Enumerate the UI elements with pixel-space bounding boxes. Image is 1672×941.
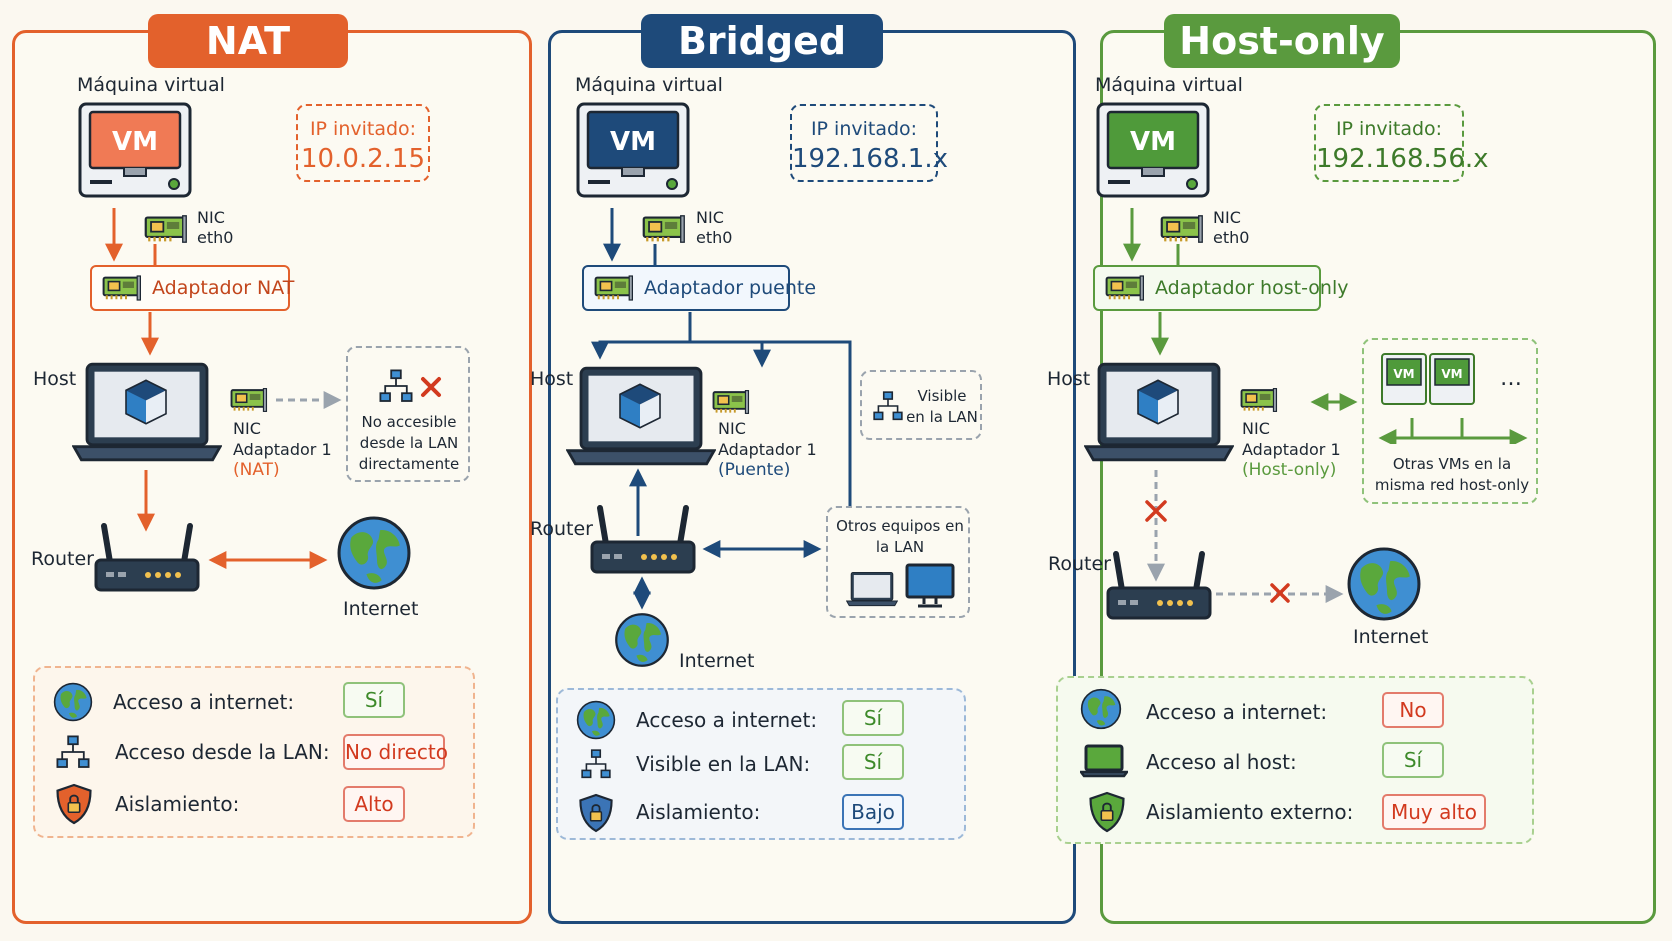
hostonly-ip-box: IP invitado: 192.168.56.x	[1314, 104, 1489, 182]
hostonly-ellipsis: …	[1500, 366, 1522, 391]
hostonly-vm-text: VM	[1130, 127, 1176, 157]
hostonly-blocked-x-icon-1	[1145, 500, 1167, 522]
bridged-ip-label: IP invitado:	[810, 118, 918, 140]
bridged-vm-label: Máquina virtual	[575, 74, 723, 96]
nat-vm-text: VM	[112, 127, 158, 157]
nat-lan-note-box: No accesible desde la LAN directamente	[346, 346, 470, 482]
hostonly-vm-link-arrow	[1378, 418, 1528, 444]
hostonly-summary-globe-icon	[1080, 688, 1122, 730]
nat-host-label: Host	[33, 368, 77, 390]
bridged-visible-note: Visible en la LAN	[906, 387, 978, 426]
bridged-others-box: Otros equipos en la LAN	[826, 506, 970, 618]
nat-summary-value-0: Sí	[343, 682, 405, 718]
nat-internet-label: Internet	[343, 598, 419, 620]
nat-title: NAT	[148, 14, 348, 68]
hostonly-title: Host-only	[1164, 14, 1400, 68]
bridged-host-label: Host	[530, 368, 574, 390]
bridged-vm-text: VM	[610, 127, 656, 157]
hostonly-ip-value: 192.168.56.x	[1316, 144, 1489, 174]
bridged-adapter-label: Adaptador puente	[644, 277, 817, 299]
bridged-other-monitor-icon	[905, 563, 955, 608]
hostonly-summary-value-2: Muy alto	[1382, 794, 1486, 830]
hostonly-other-vms-box: VM VM … Otras VMs en la misma red host-o…	[1362, 338, 1538, 504]
bridged-summary-label-2: Aislamiento:	[636, 800, 761, 824]
hostonly-internet-label: Internet	[1353, 626, 1429, 648]
nat-ip-label: IP invitado:	[309, 118, 417, 140]
bridged-summary-label-1: Visible en la LAN:	[636, 752, 811, 776]
hostonly-other-vms-note: Otras VMs en la misma red host-only	[1374, 455, 1530, 494]
hostonly-vm-computer-icon: VM	[1096, 102, 1210, 198]
bridged-ip-value: 192.168.1.x	[792, 144, 948, 174]
nat-adapter-box: Adaptador NAT	[90, 265, 294, 311]
bridged-summary-value-1: Sí	[842, 744, 904, 780]
hostonly-mini-vm-text-1: VM	[1393, 367, 1414, 381]
hostonly-summary-label-1: Acceso al host:	[1146, 750, 1297, 774]
bridged-vm-computer-icon: VM	[576, 102, 690, 198]
hostonly-mini-vms-icon: VM VM	[1381, 353, 1475, 405]
bridged-internet-label: Internet	[679, 650, 755, 672]
bridged-router-label: Router	[530, 518, 593, 540]
hostonly-mini-vm-text-2: VM	[1441, 367, 1462, 381]
bridged-visible-note-box: Visible en la LAN	[860, 370, 982, 440]
nat-summary-label-2: Aislamiento:	[115, 792, 240, 816]
hostonly-host-label: Host	[1047, 368, 1091, 390]
bridged-summary-value-0: Sí	[842, 700, 904, 736]
bridged-adapter-box: Adaptador puente	[582, 265, 816, 311]
hostonly-summary-laptop-icon	[1080, 744, 1128, 778]
nat-lan-note: No accesible desde la LAN directamente	[358, 413, 460, 473]
hostonly-blocked-x-icon-2	[1270, 583, 1290, 603]
nat-ip-value: 10.0.2.15	[300, 144, 426, 174]
hostonly-summary-value-1: Sí	[1382, 742, 1444, 778]
hostonly-summary-box: Acceso a internet: No Acceso al host: Sí…	[1056, 676, 1534, 844]
hostonly-vm-label: Máquina virtual	[1095, 74, 1243, 96]
hostonly-ip-label: IP invitado:	[1335, 118, 1443, 140]
nat-adapter-label: Adaptador NAT	[152, 277, 295, 299]
hostonly-summary-label-2: Aislamiento externo:	[1146, 800, 1354, 824]
nat-ip-box: IP invitado: 10.0.2.15	[296, 104, 430, 182]
hostonly-adapter-label: Adaptador host-only	[1155, 277, 1349, 299]
nat-router-label: Router	[31, 548, 94, 570]
bridged-line-adapter-lan	[762, 340, 852, 506]
hostonly-summary-value-0: No	[1382, 692, 1444, 728]
bridged-summary-value-2: Bajo	[842, 794, 904, 830]
bridged-ip-box: IP invitado: 192.168.1.x	[790, 104, 948, 182]
nat-summary-label-1: Acceso desde la LAN:	[115, 740, 330, 764]
hostonly-router-label: Router	[1048, 553, 1111, 575]
nat-summary-label-0: Acceso a internet:	[113, 690, 295, 714]
nat-summary-box: Acceso a internet: Sí Acceso desde la LA…	[33, 666, 475, 838]
nat-vm-label: Máquina virtual	[77, 74, 225, 96]
bridged-arrow-adapter-host-left	[591, 312, 692, 360]
nat-vm-computer-icon: VM	[78, 102, 192, 198]
hostonly-summary-label-0: Acceso a internet:	[1146, 700, 1328, 724]
nat-summary-value-2: Alto	[343, 786, 405, 822]
bridged-others-label: Otros equipos en la LAN	[836, 517, 964, 556]
nat-summary-value-1: No directo	[343, 734, 448, 770]
bridged-summary-box: Acceso a internet: Sí Visible en la LAN:…	[556, 688, 966, 840]
hostonly-adapter-box: Adaptador host-only	[1093, 265, 1348, 311]
hostonly-summary-shield-lock-icon	[1089, 791, 1125, 833]
bridged-summary-label-0: Acceso a internet:	[636, 708, 818, 732]
bridged-title: Bridged	[641, 14, 883, 68]
nat-blocked-x-icon	[421, 377, 441, 397]
